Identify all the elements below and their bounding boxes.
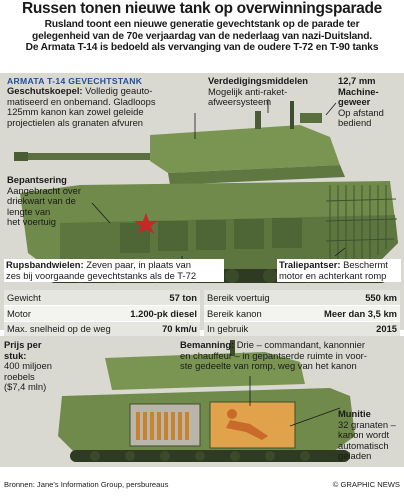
label-ammo-line-1: 32 granaten – [338, 418, 396, 430]
label-tracks-title: Rupsbandwielen: [6, 259, 84, 270]
label-defense-line-1: Mogelijk anti-raket- [208, 85, 288, 97]
stats-row: Bereik kanon Meer dan 3,5 km [204, 305, 400, 322]
label-turret: Geschutskoepel: Volledig geauto- matisee… [7, 85, 197, 128]
stats-label: Gewicht [4, 290, 122, 306]
label-crew-line-1: Drie – commandant, kanonnier [234, 339, 365, 350]
label-turret-line-1: Volledig geauto- [82, 85, 153, 96]
stats-value: 550 km [295, 290, 400, 306]
stats-value: 1.200-pk diesel [121, 305, 200, 322]
label-price-line-2: roebels [4, 370, 35, 382]
section-heading: ARMATA T-14 GEVECHTSTANK [7, 76, 143, 86]
label-armor-line-1: Aangebracht over [7, 184, 82, 196]
stats-value: Meer dan 3,5 km [295, 305, 400, 322]
label-ammo-line-4: geladen [338, 450, 372, 462]
label-defense: Verdedigingsmiddelen Mogelijk anti-raket… [208, 75, 328, 108]
label-ammo-title: Munitie [338, 408, 371, 419]
tank-cutaway-illustration [58, 340, 355, 462]
stats-label: In gebruik [204, 321, 296, 337]
label-mg-title-2: Machine- [338, 85, 379, 97]
stats-table-left: Gewicht 57 ton Motor 1.200-pk diesel Max… [4, 290, 200, 337]
stats-value: 70 km/u [121, 321, 200, 337]
subtitle-line-3: De Armata T-14 is bedoeld als vervanging… [25, 42, 379, 54]
label-tracks-line-2: zes bij voorgaande gevechtstanks als de … [6, 269, 197, 281]
label-turret-line-4: projectielen als granaten afvuren [7, 116, 144, 128]
subtitle: Rusland toont een nieuwe generatie gevec… [2, 19, 402, 54]
label-slat-line-2: motor en achterkant romp [279, 269, 387, 281]
stats-value: 57 ton [121, 290, 200, 306]
label-defense-line-2: afweersysteem [208, 96, 272, 108]
label-armor-title: Bepantsering [7, 174, 67, 185]
label-price-title-1: Prijs per [4, 339, 42, 350]
stats-row: Motor 1.200-pk diesel [4, 305, 200, 322]
label-price: Prijs per stuk: 400 miljoen roebels ($7,… [4, 339, 79, 393]
label-armor: Bepantsering Aangebracht over driekwart … [7, 174, 102, 228]
stats-label: Bereik kanon [204, 305, 296, 322]
label-armor-line-2: driekwart van de [7, 195, 76, 207]
label-slat-line-1: Beschermt [340, 259, 388, 270]
footer-credit: © GRAPHIC NEWS [332, 480, 400, 489]
label-price-line-1: 400 miljoen [4, 360, 52, 372]
label-defense-title: Verdedigingsmiddelen [208, 75, 309, 86]
label-turret-line-2: matiseerd en onbemand. Gladloops [7, 95, 156, 107]
label-mg-title-1: 12,7 mm [338, 75, 376, 86]
label-machine-gun: 12,7 mm Machine- geweer Op afstand bedie… [338, 75, 402, 129]
label-price-line-3: ($7,4 mln) [4, 381, 47, 393]
subtitle-line-2: gelegenheid van de 70e verjaardag van de… [32, 30, 372, 42]
stats-label: Motor [4, 305, 122, 322]
label-crew-line-3: ste gedeelte van romp, weg van het kanon [180, 360, 357, 372]
label-turret-title: Geschutskoepel: [7, 85, 83, 96]
label-armor-line-4: het voertuig [7, 216, 56, 228]
stats-label: Bereik voertuig [204, 290, 296, 306]
stats-row: In gebruik 2015 [204, 321, 400, 337]
stats-table-right: Bereik voertuig 550 km Bereik kanon Meer… [204, 290, 400, 337]
label-mg-title-3: geweer [338, 96, 371, 108]
label-mg-line-1: Op afstand [338, 106, 384, 118]
stats-label: Max. snelheid op de weg [4, 321, 122, 337]
label-ammo-line-3: automatisch [338, 439, 389, 451]
label-tracks: Rupsbandwielen: Zeven paar, in plaats va… [4, 259, 224, 283]
stats-value: 2015 [295, 321, 400, 337]
label-mg-line-2: bediend [338, 117, 372, 129]
label-price-title-2: stuk: [4, 349, 27, 361]
stats-row: Gewicht 57 ton [4, 290, 200, 306]
label-turret-line-3: 125mm kanon kan zowel geleide [7, 106, 144, 118]
stats-row: Max. snelheid op de weg 70 km/u [4, 321, 200, 337]
subtitle-line-1: Rusland toont een nieuwe generatie gevec… [44, 19, 360, 30]
label-crew: Bemanning: Drie – commandant, kanonnier … [180, 339, 402, 372]
footer-sources: Bronnen: Jane's Information Group, persb… [4, 480, 169, 489]
label-crew-line-2: en chauffeur – in gepantserde ruimte in … [180, 349, 367, 361]
label-armor-line-3: lengte van [7, 205, 51, 217]
stats-row: Bereik voertuig 550 km [204, 290, 400, 306]
label-crew-title: Bemanning: [180, 339, 235, 350]
label-slat-armor: Traliepantser: Beschermt motor en achter… [277, 259, 401, 283]
page-title: Russen tonen nieuwe tank op overwinnings… [22, 0, 382, 17]
label-ammo: Munitie 32 granaten – kanon wordt automa… [338, 408, 402, 462]
label-tracks-line-1: Zeven paar, in plaats van [83, 259, 191, 270]
label-slat-title: Traliepantser: [279, 259, 341, 270]
label-ammo-line-2: kanon wordt [338, 429, 390, 441]
